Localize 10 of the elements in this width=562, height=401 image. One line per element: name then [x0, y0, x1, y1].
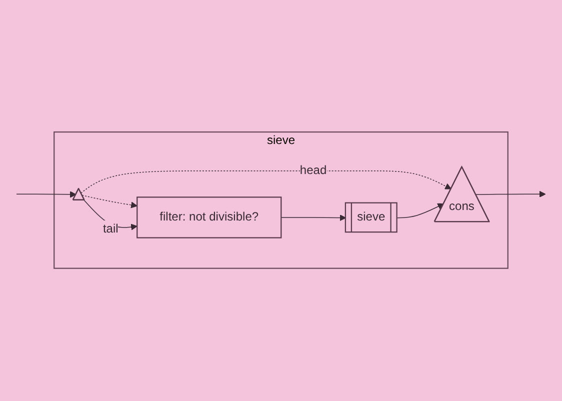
arrow	[396, 204, 444, 219]
arrow	[84, 200, 138, 231]
arrow	[475, 191, 546, 198]
arrow	[82, 195, 138, 209]
edge-label: head	[300, 164, 327, 178]
arrow	[80, 170, 452, 194]
arrow	[280, 214, 346, 222]
arrow	[16, 191, 76, 198]
edge-label: tail	[102, 223, 118, 236]
node-box: filter: not divisible?	[136, 196, 282, 239]
